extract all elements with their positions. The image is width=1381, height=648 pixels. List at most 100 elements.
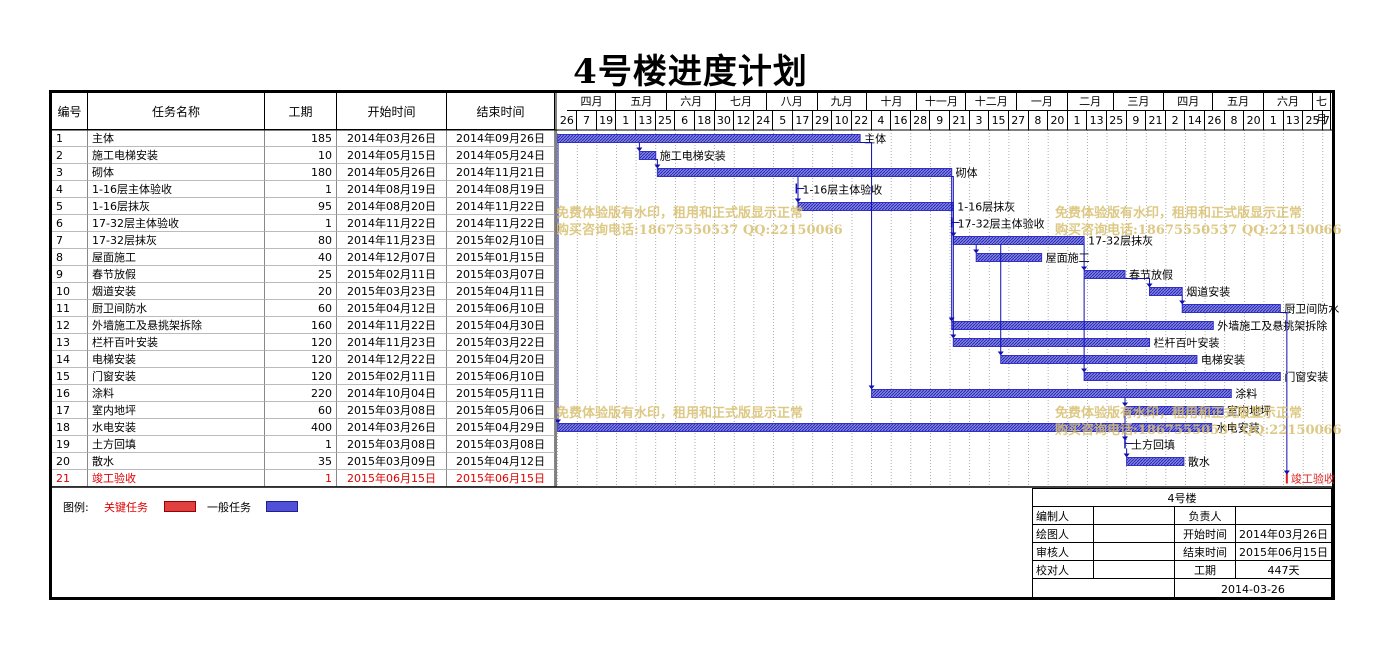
info-key: 结束时间: [1173, 542, 1237, 561]
info-project: 4号楼: [1032, 488, 1332, 507]
timeline-month: 五月: [616, 93, 668, 111]
table-cell-id: 18: [52, 419, 88, 436]
watermark-line: 免费体验版有水印，租用和正式版显示正常: [1055, 406, 1303, 421]
table-cell-end: 2015年04月12日: [447, 453, 555, 470]
table-cell-duration: 400: [265, 419, 337, 436]
dependency-link: [951, 176, 954, 338]
table-cell-end: 2015年03月22日: [447, 334, 555, 351]
info-key: 负责人: [1173, 506, 1237, 525]
table-cell-id: 2: [52, 147, 88, 164]
bar-label: 栏杆百叶安装: [1154, 336, 1220, 350]
table-cell-name: 厨卫间防水: [88, 300, 265, 317]
dependency-arrow: [1081, 368, 1088, 373]
table-cell-end: 2015年05月06日: [447, 402, 555, 419]
table-cell-end: 2014年11月22日: [447, 215, 555, 232]
timeline-month: 六月: [667, 93, 717, 111]
dependency-arrow: [1146, 283, 1153, 288]
table-cell-start: 2015年03月09日: [337, 453, 447, 470]
table-cell-name: 春节放假: [88, 266, 265, 283]
table-cell-duration: 1: [265, 436, 337, 453]
gantt-bar: [975, 253, 1043, 262]
watermark-line: 购买咨询电话:18675550537 QQ:22150066: [1055, 423, 1342, 438]
table-cell-start: 2015年02月11日: [337, 368, 447, 385]
table-cell-duration: 60: [265, 300, 337, 317]
watermark-line: 免费体验版有水印，租用和正式版显示正常: [556, 406, 804, 421]
dependency-arrow: [950, 232, 957, 237]
table-cell-duration: 120: [265, 334, 337, 351]
timeline-day: 18: [695, 111, 715, 130]
gantt-bar: [638, 151, 657, 160]
table-cell-name: 1-16层抹灰: [88, 198, 265, 215]
table-cell-end: 2014年08月19日: [447, 181, 555, 198]
timeline-day: 2: [1166, 111, 1186, 130]
table-cell-start: 2014年03月26日: [337, 130, 447, 147]
bar-label: 土方回填: [1131, 438, 1175, 452]
table-cell-start: 2014年10月04日: [337, 385, 447, 402]
info-date: 2014-03-26: [1173, 578, 1333, 600]
gantt-bar: [1149, 287, 1183, 296]
dependency-link: [860, 142, 873, 389]
timeline-day: 13: [1284, 111, 1304, 130]
table-cell-end: 2014年11月21日: [447, 164, 555, 181]
timeline-day: 6: [675, 111, 695, 130]
info-value: [1093, 506, 1175, 525]
table-cell-start: 2015年03月23日: [337, 283, 447, 300]
table-cell-id: 10: [52, 283, 88, 300]
bar-label: 水电安装: [1216, 421, 1260, 435]
table-cell-id: 1: [52, 130, 88, 147]
table-cell-end: 2014年11月22日: [447, 198, 555, 215]
table-cell-duration: 10: [265, 147, 337, 164]
watermark-line: 免费体验版有水印，租用和正式版显示正常: [1055, 206, 1303, 221]
dependency-arrow: [1123, 453, 1130, 458]
info-value: [1235, 506, 1332, 525]
dependency-arrow: [950, 334, 957, 339]
bar-label: 1-16层主体验收: [802, 183, 882, 197]
table-cell-start: 2015年03月08日: [337, 436, 447, 453]
table-cell-name: 17-32层抹灰: [88, 232, 265, 249]
table-cell-name: 室内地坪: [88, 402, 265, 419]
timeline-month: 七月: [716, 93, 767, 111]
timeline-day: 20: [1048, 111, 1068, 130]
col-header-name: 任务名称: [88, 93, 265, 130]
bar-label: 17-32层抹灰: [1088, 234, 1153, 248]
bar-label: 外墙施工及悬挑架拆除: [1217, 319, 1327, 333]
timeline-day: 16: [891, 111, 911, 130]
bar-label: 1-16层抹灰: [957, 200, 1015, 214]
table-cell-duration: 160: [265, 317, 337, 334]
legend-critical-label: 关键任务: [104, 501, 148, 514]
timeline-month: 十一月: [917, 93, 967, 111]
legend-label: 图例:: [63, 501, 89, 514]
timeline-day: 5: [773, 111, 794, 130]
bar-label: 施工电梯安装: [660, 149, 726, 163]
info-value: [1093, 542, 1175, 561]
table-cell-duration: 60: [265, 402, 337, 419]
dependency-arrow: [973, 249, 980, 254]
bar-label: 室内地坪: [1227, 404, 1271, 418]
bar-label: 春节放假: [1129, 268, 1173, 282]
info-key: 绘图人: [1032, 524, 1094, 543]
watermark-line: 购买咨询电话:18675550537 QQ:22150066: [1055, 223, 1342, 238]
table-cell-duration: 1: [265, 215, 337, 232]
timeline-month: 三月: [1113, 93, 1165, 111]
timeline-day: 27: [1009, 111, 1029, 130]
gantt-bar: [871, 389, 1232, 398]
table-cell-name: 外墙施工及悬挑架拆除: [88, 317, 265, 334]
timeline-day: 25: [1107, 111, 1127, 130]
table-cell-id: 6: [52, 215, 88, 232]
col-header-id: 编号: [52, 93, 88, 130]
table-cell-id: 3: [52, 164, 88, 181]
table-cell-start: 2014年11月22日: [337, 215, 447, 232]
timeline-day: 3: [970, 111, 990, 130]
gantt-bar: [1083, 372, 1281, 381]
table-cell-id: 14: [52, 351, 88, 368]
timeline-day: 13: [636, 111, 656, 130]
timeline-day: 21: [950, 111, 970, 130]
table-cell-start: 2014年08月20日: [337, 198, 447, 215]
table-cell-name: 涂料: [88, 385, 265, 402]
gantt-bar: [557, 423, 1213, 432]
table-cell-id: 15: [52, 368, 88, 385]
table-cell-start: 2014年11月23日: [337, 334, 447, 351]
info-key: 校对人: [1032, 560, 1094, 579]
table-cell-end: 2015年06月10日: [447, 300, 555, 317]
